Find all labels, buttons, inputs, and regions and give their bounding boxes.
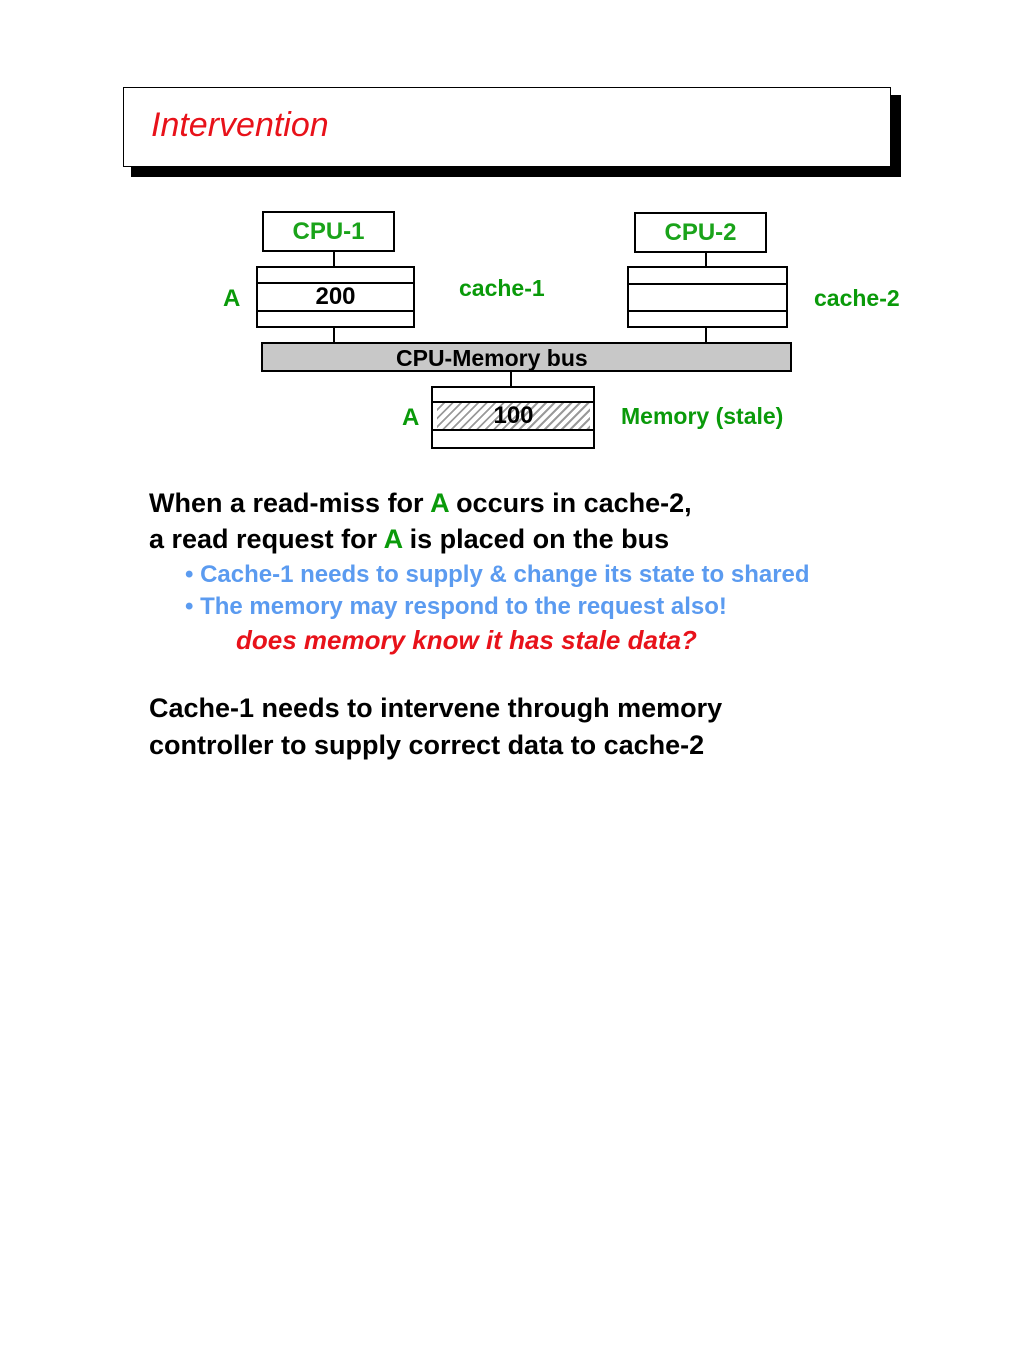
cpu-2-connector	[705, 253, 707, 267]
cache-2-row-divider	[627, 310, 788, 312]
memory-address-label: A	[402, 404, 420, 431]
memory-bus-connector	[510, 372, 512, 388]
cache-1-label: cache-1	[459, 275, 545, 301]
page-title: Intervention	[151, 106, 329, 144]
line-1-text: When a read-miss for	[149, 488, 431, 518]
cpu-1-box: CPU-1	[262, 211, 395, 252]
bullet-item: • The memory may respond to the request …	[185, 593, 727, 620]
line-1-address: A	[430, 488, 449, 518]
cache-2-block	[627, 266, 788, 328]
cache-2-row-divider	[627, 283, 788, 285]
cpu-memory-bus	[261, 342, 792, 372]
conclusion-line-2: controller to supply correct data to cac…	[149, 730, 705, 760]
description-line-2: a read request for A is placed on the bu…	[149, 524, 669, 555]
cache-1-row-divider	[256, 282, 415, 284]
cache-1-bus-connector	[333, 328, 335, 343]
conclusion-line-1: Cache-1 needs to intervene through memor…	[149, 693, 723, 723]
memory-row-divider	[431, 401, 595, 403]
cpu-1-label: CPU-1	[292, 217, 365, 245]
cache-2-label: cache-2	[814, 285, 900, 311]
line-1-text-end: occurs in cache-2,	[448, 488, 692, 518]
line-2-text-end: is placed on the bus	[402, 524, 670, 554]
description-line-1: When a read-miss for A occurs in cache-2…	[149, 488, 692, 519]
line-2-text: a read request for	[149, 524, 384, 554]
cpu-1-connector	[333, 252, 335, 267]
memory-row-divider	[431, 429, 595, 431]
memory-stale-cell	[437, 403, 590, 429]
line-2-address: A	[383, 524, 403, 554]
cache-1-address-label: A	[223, 285, 241, 312]
memory-label: Memory (stale)	[621, 403, 784, 429]
cache-1-row-divider	[256, 310, 415, 312]
stale-data-question: does memory know it has stale data?	[236, 625, 697, 655]
title-box: Intervention	[123, 87, 891, 167]
memory-value: 100	[493, 402, 534, 429]
bullet-item: • Cache-1 needs to supply & change its s…	[185, 561, 810, 588]
cpu-2-box: CPU-2	[634, 212, 767, 253]
cache-1-value: 200	[315, 283, 356, 310]
cache-1-block	[256, 266, 415, 328]
cpu-2-label: CPU-2	[664, 218, 737, 246]
bus-label: CPU-Memory bus	[396, 345, 588, 371]
cache-2-bus-connector	[705, 328, 707, 343]
